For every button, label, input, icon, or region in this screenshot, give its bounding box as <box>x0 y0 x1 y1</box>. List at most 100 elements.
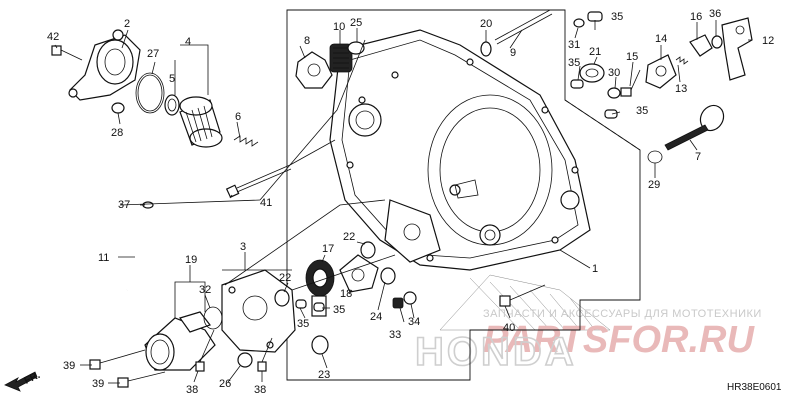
callout-42: 42 <box>47 31 59 43</box>
bearing-21 <box>579 63 605 83</box>
callout-38-right: 38 <box>254 384 266 396</box>
bolt-39-lower <box>117 371 166 388</box>
callout-33: 33 <box>389 329 401 341</box>
callout-16: 16 <box>690 11 702 23</box>
callout-15: 15 <box>626 51 638 63</box>
washer-20 <box>480 41 492 57</box>
callout-5: 5 <box>169 73 175 85</box>
callout-32: 32 <box>199 284 211 296</box>
callout-40: 40 <box>503 322 515 334</box>
dipstick-7 <box>664 104 725 151</box>
oil-pump-rotor-8 <box>295 51 333 89</box>
front-label: FR. <box>23 370 42 387</box>
hose-11 <box>126 209 146 291</box>
callout-11: 11 <box>98 252 109 264</box>
callout-41: 41 <box>260 197 272 209</box>
callout-3: 3 <box>240 241 246 253</box>
bolt-40 <box>499 284 546 307</box>
cover-14 <box>645 54 677 89</box>
callout-17: 17 <box>322 243 334 255</box>
callout-18: 18 <box>340 288 352 300</box>
bolt-38-left <box>195 329 215 372</box>
dowel-35-top <box>587 11 603 22</box>
shaft-9 <box>494 9 553 45</box>
callout-29: 29 <box>648 179 660 191</box>
drawing-code: HR38E0601 <box>727 382 782 393</box>
oil-filter-element <box>179 96 223 148</box>
callout-2: 2 <box>124 18 130 30</box>
callout-30: 30 <box>608 67 620 79</box>
bearing-23 <box>311 335 329 355</box>
bolt-39-upper <box>89 349 146 370</box>
front-direction-arrow: FR. <box>4 370 42 392</box>
callout-35-top: 35 <box>611 11 623 23</box>
watermark-brand: PARTSFOR.RU <box>483 319 755 361</box>
callout-6: 6 <box>235 111 241 123</box>
watermark: ЗАПЧАСТИ И АКСЕССУАРЫ ДЛЯ МОТОТЕХНИКИ PA… <box>414 274 762 375</box>
o-ring-27 <box>135 72 165 114</box>
callout-19: 19 <box>185 254 197 266</box>
callout-numbers: 2 42 27 4 5 6 28 41 37 11 8 10 25 20 9 3… <box>47 8 774 396</box>
callout-35-mid: 35 <box>568 57 580 69</box>
leader-lines <box>54 20 752 384</box>
callout-4: 4 <box>185 36 191 48</box>
spring-13 <box>675 56 689 65</box>
cover-frame <box>286 9 641 381</box>
watermark-honda: HONDA <box>415 330 577 374</box>
callout-12: 12 <box>762 35 774 47</box>
callout-37: 37 <box>118 199 130 211</box>
front-crankcase-cover <box>329 29 591 271</box>
o-ring-29 <box>647 150 663 164</box>
callout-28: 28 <box>111 127 123 139</box>
washer-26 <box>237 352 253 368</box>
bearing-22-lower <box>274 289 290 307</box>
bearing-22-upper <box>360 241 376 259</box>
dowel-35-low <box>604 109 618 119</box>
callout-7: 7 <box>695 151 701 163</box>
washer-30 <box>607 87 621 99</box>
callout-27: 27 <box>147 48 159 60</box>
callout-10: 10 <box>333 21 345 33</box>
spring-6 <box>233 135 259 147</box>
callout-36: 36 <box>709 8 721 20</box>
gear-10 <box>329 43 353 73</box>
callout-13: 13 <box>675 83 687 95</box>
callout-35-right: 35 <box>333 304 345 316</box>
callout-31: 31 <box>568 39 580 51</box>
callout-22-lower: 22 <box>279 272 291 284</box>
idle-gear-18 <box>339 254 379 293</box>
dowel-35-b <box>313 302 325 312</box>
seal-36 <box>711 35 723 49</box>
o-ring-32 <box>203 306 223 330</box>
callout-34: 34 <box>408 316 420 328</box>
dowel-35-mid <box>570 79 584 89</box>
callout-22-upper: 22 <box>343 231 355 243</box>
dowel-35-a <box>295 299 307 309</box>
washer-31 <box>573 18 585 28</box>
callout-39-lower: 39 <box>92 378 104 390</box>
callout-8: 8 <box>304 35 310 47</box>
oil-filter-cover <box>68 29 141 101</box>
callout-26: 26 <box>219 378 231 390</box>
callout-39-upper: 39 <box>63 360 75 372</box>
washer-25 <box>347 41 365 55</box>
nut-33 <box>392 297 404 309</box>
long-bolt-41 <box>225 164 292 199</box>
callout-38-left: 38 <box>186 384 198 396</box>
washer-28 <box>111 102 125 114</box>
callout-9: 9 <box>510 47 516 59</box>
starter-motor-19 <box>144 311 216 371</box>
flange-bolt-42 <box>51 45 83 61</box>
washer-34 <box>403 291 417 305</box>
callout-23: 23 <box>318 369 330 381</box>
callout-24: 24 <box>370 311 382 323</box>
watermark-tagline: ЗАПЧАСТИ И АКСЕССУАРЫ ДЛЯ МОТОТЕХНИКИ <box>483 308 762 320</box>
bracket-12 <box>721 17 753 81</box>
seal-5 <box>164 94 180 116</box>
callout-21: 21 <box>589 46 601 58</box>
callout-35-low: 35 <box>636 105 648 117</box>
callout-14: 14 <box>655 33 667 45</box>
washer-24 <box>380 267 396 285</box>
bolt-15 <box>620 69 641 97</box>
